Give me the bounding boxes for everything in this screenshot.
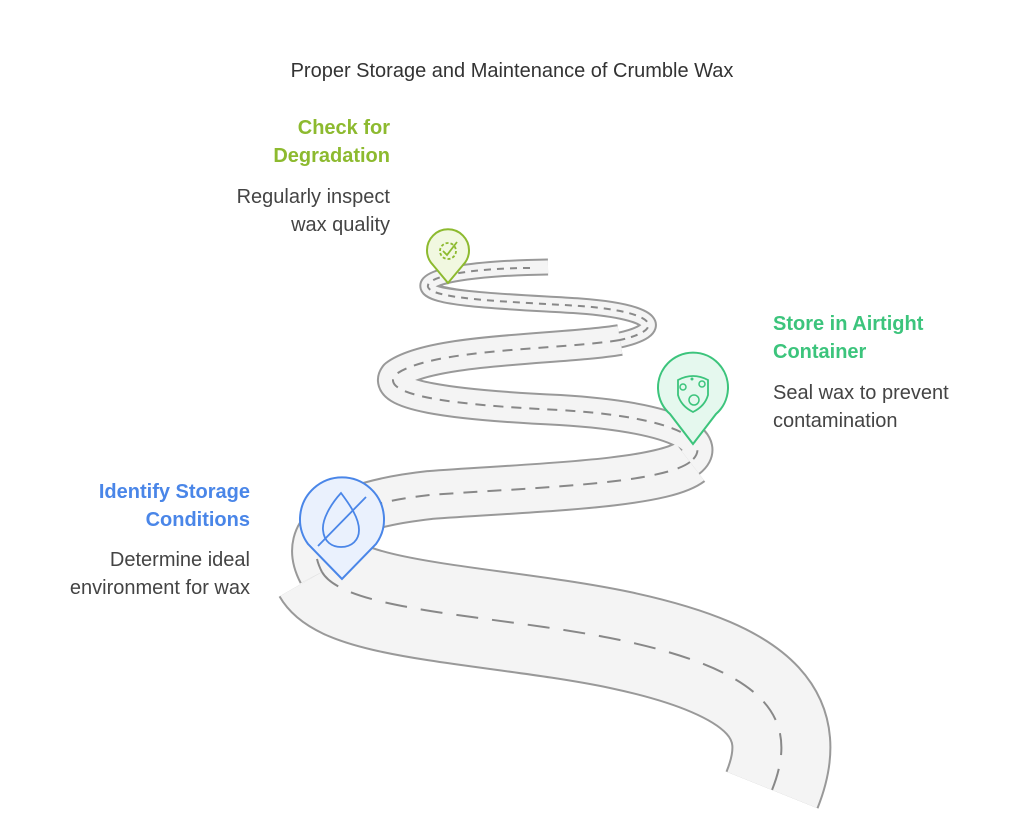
gear-check-icon xyxy=(426,228,470,285)
step-heading: Identify Storage Conditions xyxy=(99,478,250,534)
description-line: Regularly inspect xyxy=(236,186,390,208)
heading-line: Store in Airtight xyxy=(773,313,924,335)
shield-bubbles-icon xyxy=(657,351,729,446)
step-description: Regularly inspect wax quality xyxy=(237,183,390,239)
road-centerline xyxy=(315,267,783,791)
step-description: Seal wax to prevent contamination xyxy=(773,379,949,435)
road xyxy=(278,258,832,809)
description-line: contamination xyxy=(773,410,898,432)
description-line: Determine ideal xyxy=(109,549,250,571)
no-drop-icon xyxy=(299,476,385,581)
heading-line: Degradation xyxy=(273,145,390,167)
heading-line: Identify Storage xyxy=(98,481,250,503)
step-heading: Check for Degradation xyxy=(273,114,390,170)
step-heading: Store in Airtight Container xyxy=(773,310,923,366)
description-line: environment for wax xyxy=(69,577,250,599)
step-description: Determine ideal environment for wax xyxy=(70,546,250,602)
diagram-title: Proper Storage and Maintenance of Crumbl… xyxy=(290,60,734,82)
heading-line: Check for xyxy=(297,117,390,139)
description-line: wax quality xyxy=(291,214,390,236)
description-line: Seal wax to prevent xyxy=(773,382,949,404)
heading-line: Conditions xyxy=(145,509,250,531)
heading-line: Container xyxy=(773,341,867,363)
